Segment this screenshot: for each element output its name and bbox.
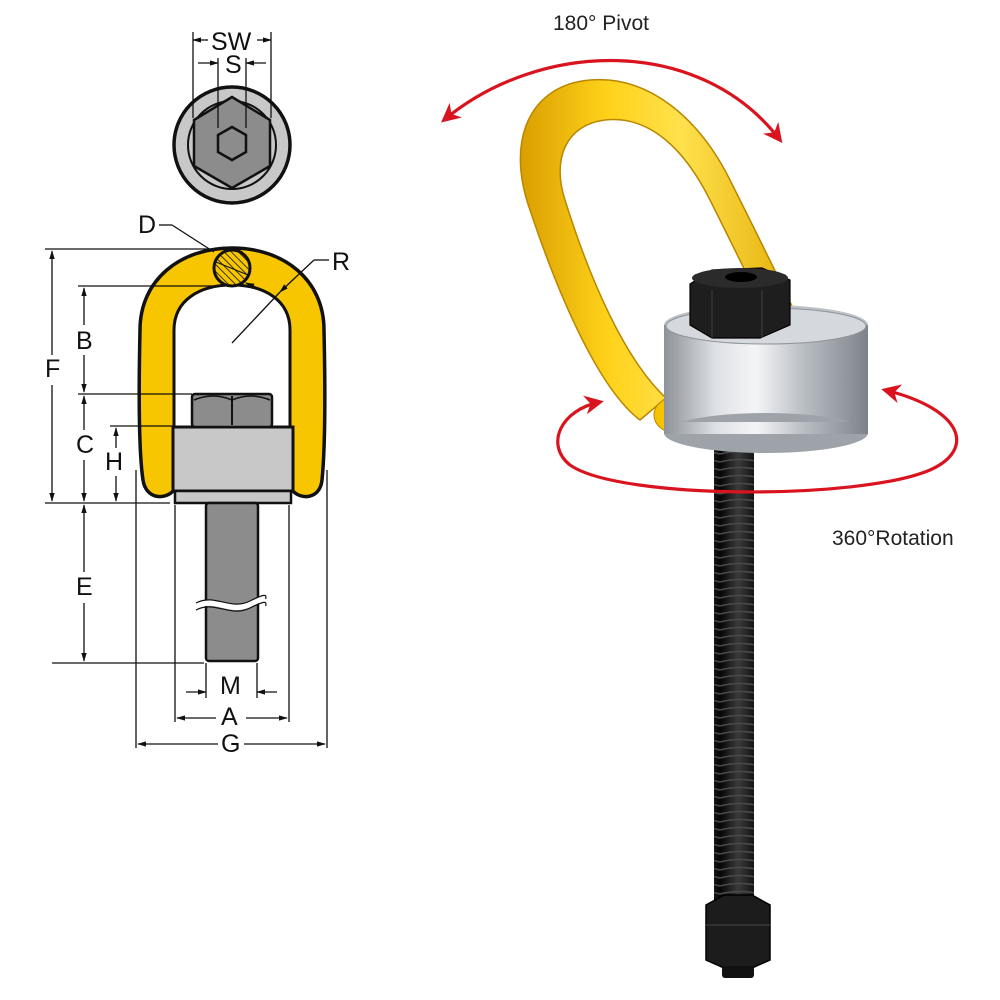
dim-label-r: R — [332, 248, 351, 276]
top-view — [172, 32, 292, 205]
bottom-nut — [705, 894, 771, 969]
dim-label-sw: SW — [211, 28, 252, 56]
rotation-arrow-icon — [556, 384, 959, 494]
dim-label-e: E — [75, 573, 94, 601]
dim-label-c: C — [75, 431, 96, 459]
hex-socket-icon — [216, 125, 248, 162]
dim-label-s: S — [225, 51, 242, 79]
dim-label-b: B — [75, 327, 94, 355]
threaded-bolt — [714, 445, 754, 915]
dim-label-m: M — [220, 672, 241, 700]
dim-label-d: D — [138, 211, 157, 239]
pivot-caption: 180° Pivot — [553, 12, 649, 35]
dim-label-h: H — [104, 448, 125, 476]
side-view — [45, 224, 329, 748]
dim-label-f: F — [44, 355, 62, 383]
rotation-caption: 360°Rotation — [832, 527, 954, 550]
dim-label-g: G — [221, 730, 241, 758]
pivot-arrow-icon — [441, 58, 783, 144]
dim-label-a: A — [221, 703, 238, 731]
